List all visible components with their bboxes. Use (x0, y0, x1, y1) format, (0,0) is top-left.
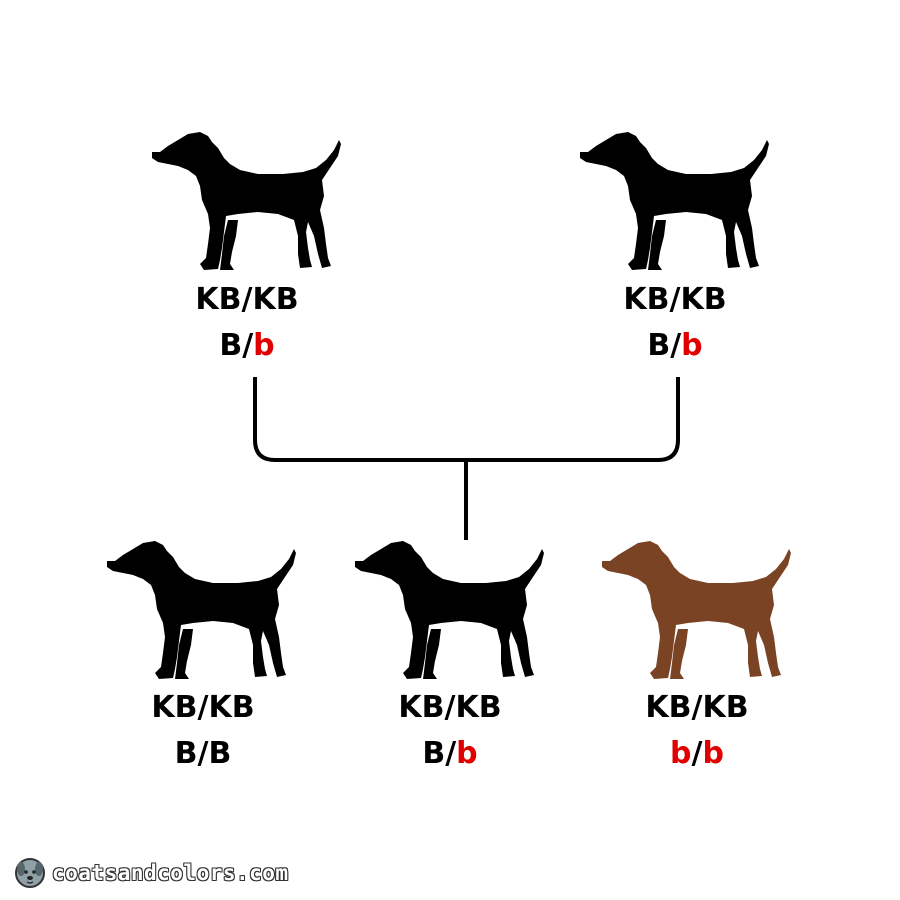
recessive-allele: b (681, 328, 703, 363)
dog-silhouette (355, 541, 544, 679)
parent-1-genotype: KB/KB B/b (127, 285, 367, 377)
site-branding[interactable]: coatsandcolors.com (14, 856, 289, 890)
allele-1: B (219, 328, 243, 363)
locus-b-genotype: b/b (577, 739, 817, 769)
allele-1: B (647, 328, 671, 363)
offspring-1-dog-icon (103, 533, 303, 683)
locus-k-genotype: KB/KB (195, 282, 299, 317)
locus-b-genotype: B/b (127, 331, 367, 361)
locus-k-genotype: KB/KB (623, 282, 727, 317)
parent-2-genotype: KB/KB B/b (555, 285, 795, 377)
locus-k-genotype: KB/KB (645, 690, 749, 725)
recessive-allele: b (456, 736, 478, 771)
dog-silhouette (602, 541, 791, 679)
offspring-3-genotype: KB/KB b/b (577, 693, 817, 785)
recessive-allele: b (670, 736, 692, 771)
allele-1: B (174, 736, 198, 771)
allele-1: B (422, 736, 446, 771)
locus-b-genotype: B/b (330, 739, 570, 769)
offspring-2-dog-icon (351, 533, 551, 683)
dog-face-icon (15, 858, 45, 888)
allele-separator: / (691, 736, 703, 771)
allele-separator: / (197, 736, 209, 771)
recessive-allele: b (702, 736, 724, 771)
recessive-allele: b (253, 328, 275, 363)
offspring-3-dog-icon (598, 533, 798, 683)
offspring-1-genotype: KB/KB B/B (83, 693, 323, 785)
parent-bracket-line (253, 377, 680, 462)
allele-2: B (208, 736, 232, 771)
locus-k-genotype: KB/KB (398, 690, 502, 725)
locus-k-genotype: KB/KB (151, 690, 255, 725)
dog-silhouette (107, 541, 296, 679)
site-name: coatsandcolors.com (52, 861, 289, 885)
allele-separator: / (242, 328, 254, 363)
allele-separator: / (670, 328, 682, 363)
offspring-2-genotype: KB/KB B/b (330, 693, 570, 785)
locus-b-genotype: B/B (83, 739, 323, 769)
locus-b-genotype: B/b (555, 331, 795, 361)
allele-separator: / (445, 736, 457, 771)
